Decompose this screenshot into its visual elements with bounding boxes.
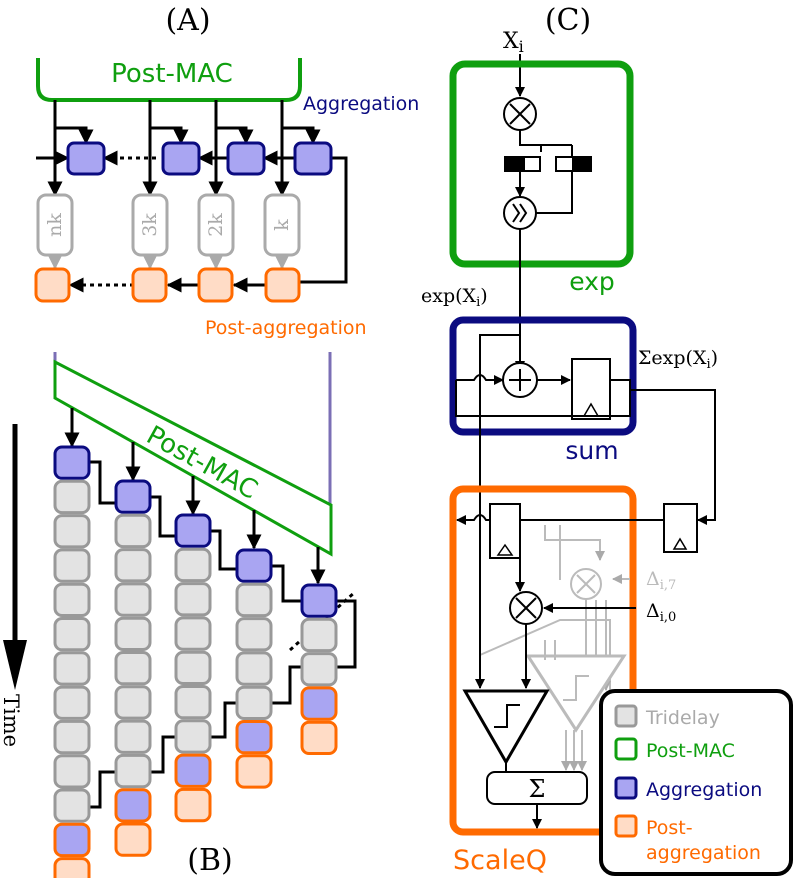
sum-block [449, 316, 637, 436]
tridelay-cell [114, 685, 152, 720]
panel-a: (A) Post-MAC Aggregation [34, 3, 419, 339]
legend-box [599, 689, 793, 876]
legend-label: Aggregation [646, 779, 762, 801]
aggregation-blocks [66, 141, 333, 176]
tridelay-cell [174, 547, 212, 583]
tridelay-cell [53, 582, 91, 618]
legend-label: Post- [646, 817, 693, 839]
panel-c: (C) Xi exp exp(Xi) sum [421, 3, 718, 876]
panel-b: Post-MAC Time (B) [0, 352, 357, 878]
post-mac-band [53, 359, 333, 557]
aggregation-cell [235, 548, 273, 583]
post-mac-label: Post-MAC [111, 59, 233, 89]
sum-register [571, 358, 611, 420]
tridelay-cell [300, 617, 338, 653]
exp-label: exp [569, 267, 615, 296]
post-aggregation-cell [114, 822, 152, 857]
legend-label-line2: aggregation [646, 842, 761, 864]
scaleq-block [449, 485, 637, 836]
agg-block-1 [293, 141, 333, 176]
aggregation-cell [174, 753, 212, 788]
tridelay-cell [53, 617, 91, 652]
time-label: Time [0, 694, 23, 747]
aggregation-cell [300, 583, 338, 618]
aggregation-cell [114, 479, 152, 514]
post-aggregation-blocks [34, 267, 301, 303]
exp-block [449, 60, 634, 268]
scaleq-label: ScaleQ [453, 845, 547, 876]
aggregation-cell [235, 720, 273, 755]
sum-out-label: Σexp(Xi) [638, 347, 718, 372]
aggregation-cell [53, 445, 91, 480]
tridelay-cell [114, 719, 152, 754]
tridelay-cell [235, 582, 273, 618]
aggregation-label: Aggregation [303, 93, 419, 115]
aggregation-cell [174, 513, 212, 548]
tridelay-cell [174, 650, 212, 686]
delta7-label: Δi,7 [646, 568, 676, 593]
panel-c-label: (C) [545, 3, 591, 38]
agg-block-2 [226, 141, 266, 176]
legend-swatch [614, 737, 638, 761]
panel-a-label: (A) [165, 3, 210, 38]
post-mac-bracket [36, 58, 302, 102]
tridelay-blocks: nk 3k 2k k [36, 193, 301, 270]
tridelay-cell [174, 685, 212, 720]
tridelay-cell [114, 582, 152, 617]
delay-3k: 3k [139, 213, 161, 237]
tridelay-cell [53, 754, 91, 789]
legend-label: Post-MAC [646, 740, 735, 762]
aggregation-cell [53, 822, 91, 858]
tridelay-cell [235, 685, 273, 721]
post-mac-taps [47, 100, 321, 197]
legend-swatch [614, 814, 638, 838]
summation-symbol: Σ [529, 775, 546, 803]
sum-label: sum [565, 436, 618, 465]
tridelay-cell [53, 788, 91, 823]
tridelay-cell [53, 719, 91, 755]
post-aggregation-cell [235, 754, 273, 789]
exp-out-label: exp(Xi) [421, 285, 488, 310]
post-aggregation-label: Post-aggregation [205, 317, 367, 339]
tridelay-cell [174, 719, 212, 754]
post-aggregation-cell [174, 787, 212, 823]
tridelay-cell [114, 753, 152, 789]
tridelay-cell [174, 582, 212, 617]
aggregation-cell [114, 788, 152, 823]
agg-block-n [66, 141, 106, 176]
tridelay-cell [53, 548, 91, 583]
tridelay-cell [174, 616, 212, 651]
legend-label: Tridelay [645, 707, 720, 729]
timeline-columns [53, 445, 338, 878]
legend-swatch [614, 776, 638, 800]
post-aggregation-cell [300, 720, 338, 756]
agg-block-3 [161, 141, 201, 176]
aggregation-chain [36, 150, 348, 284]
tridelay-cell [114, 616, 152, 652]
tridelay-cell [114, 548, 152, 583]
tridelay-cell [235, 651, 273, 686]
tridelay-cell [235, 617, 273, 652]
delay-nk: nk [44, 213, 66, 237]
delay-register-left [489, 503, 521, 559]
tridelay-cell [114, 651, 152, 686]
delay-2k: 2k [205, 213, 227, 237]
delta0-label: Δi,0 [646, 600, 676, 625]
delay-k: k [271, 219, 293, 231]
tridelay-cell [300, 652, 338, 687]
legend-swatch [614, 704, 638, 728]
post-aggregation-cell [53, 857, 91, 878]
time-axis: Time [0, 424, 27, 747]
tridelay-cell [53, 479, 91, 515]
delay-register-right [663, 503, 698, 553]
panel-b-label: (B) [187, 843, 232, 878]
tridelay-cell [53, 685, 91, 720]
tridelay-cell [53, 514, 91, 549]
input-label: Xi [503, 29, 524, 56]
tridelay-cell [53, 651, 91, 686]
tridelay-cell [114, 513, 152, 549]
aggregation-cell [300, 686, 338, 721]
